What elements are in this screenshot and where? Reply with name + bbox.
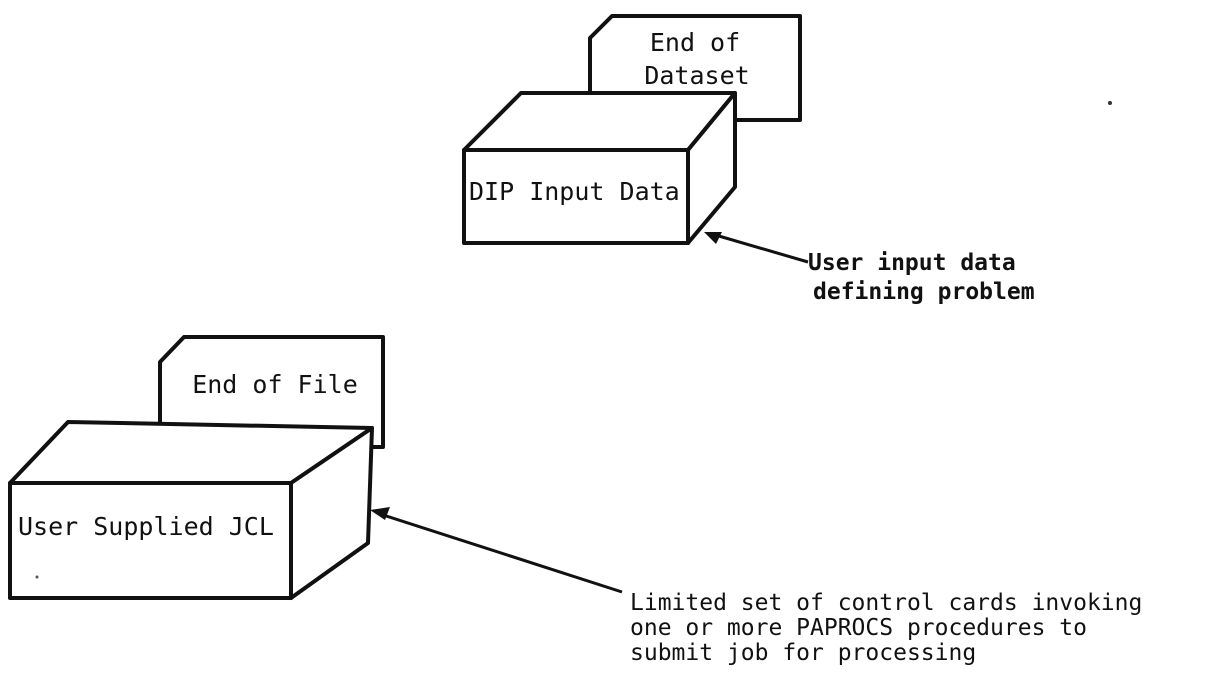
dip-input-data-box-front <box>462 148 690 245</box>
user-supplied-jcl-note-line2: one or more PAPROCS procedures to <box>630 615 1087 641</box>
user-supplied-jcl-box: User Supplied JCL <box>8 420 374 600</box>
dip-input-data-note-line2: defining problem <box>813 279 1035 305</box>
speck-mark <box>35 575 39 579</box>
user-supplied-jcl-arrowhead <box>370 507 390 520</box>
end-of-file-label: End of File <box>192 370 358 399</box>
user-supplied-jcl-box-front <box>8 481 293 600</box>
end-of-file-card: End of File <box>158 335 385 449</box>
end-of-dataset-label-line2: Dataset <box>644 61 749 90</box>
user-supplied-jcl-note-line1: Limited set of control cards invoking <box>630 590 1142 616</box>
dip-input-data-box: DIP Input Data <box>462 91 737 245</box>
user-supplied-jcl-arrow-line <box>379 512 623 594</box>
speck-mark <box>1108 101 1112 105</box>
dip-input-data-note-line1: User input data <box>808 250 1016 276</box>
user-supplied-jcl-label: User Supplied JCL <box>18 512 274 541</box>
end-of-dataset-label-line1: End of <box>650 28 740 57</box>
dip-input-data-arrow-line <box>711 232 809 264</box>
end-of-file-card-shape <box>158 335 385 449</box>
dip-input-data-arrowhead <box>704 232 722 244</box>
dip-input-data-label: DIP Input Data <box>469 177 680 206</box>
dip-input-data-annotation: User input data defining problem <box>704 232 1035 305</box>
user-supplied-jcl-note-line3: submit job for processing <box>630 640 976 666</box>
user-supplied-jcl-annotation: Limited set of control cards invoking on… <box>370 507 1142 666</box>
